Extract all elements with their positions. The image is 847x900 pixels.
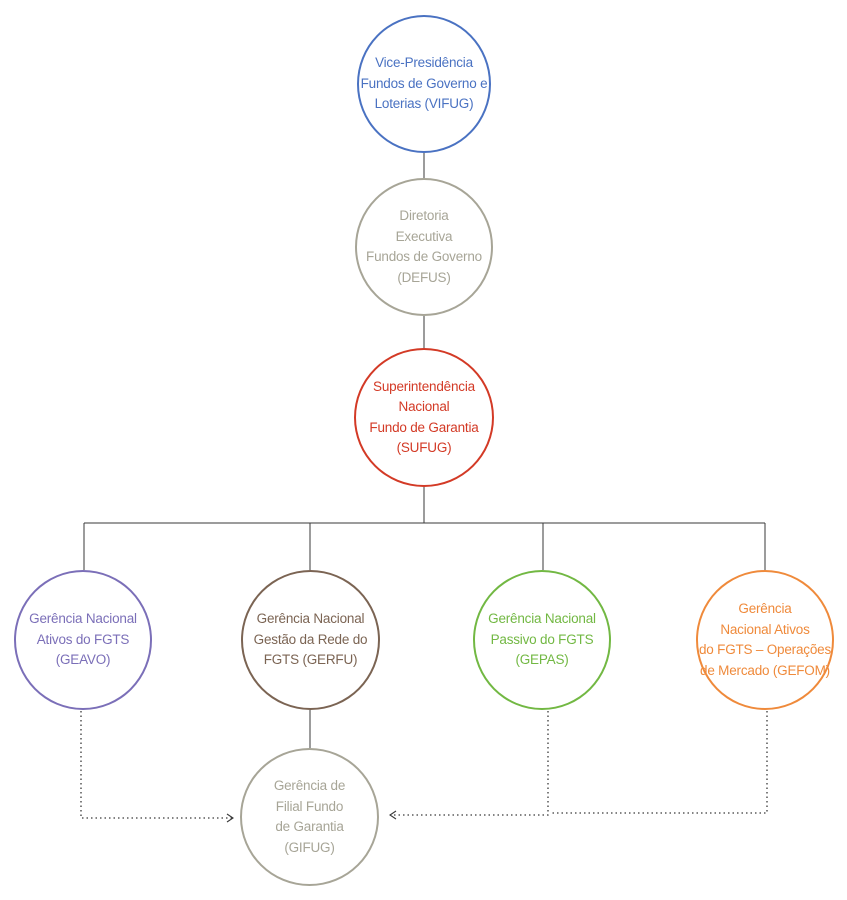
node-vifug: Vice-Presidência Fundos de Governo e Lot… <box>357 15 491 153</box>
node-defus: Diretoria Executiva Fundos de Governo (D… <box>355 178 493 316</box>
node-defus-label: Diretoria Executiva Fundos de Governo (D… <box>366 208 482 285</box>
dotted-connector-gepas-gifug <box>389 711 549 820</box>
dotted-connector-gefom-gepas <box>550 711 768 814</box>
node-gepas: Gerência Nacional Passivo do FGTS (GEPAS… <box>473 570 611 710</box>
node-gifug: Gerência de Filial Fundo de Garantia (GI… <box>240 748 379 886</box>
node-sufug: Superintendência Nacional Fundo de Garan… <box>354 348 494 487</box>
node-geavo-label: Gerência Nacional Ativos do FGTS (GEAVO) <box>29 611 137 668</box>
node-gifug-label: Gerência de Filial Fundo de Garantia (GI… <box>273 778 346 855</box>
node-geavo: Gerência Nacional Ativos do FGTS (GEAVO) <box>14 570 152 710</box>
node-gefom-label: Gerência Nacional Ativos do FGTS – Opera… <box>698 601 831 678</box>
node-vifug-label: Vice-Presidência Fundos de Governo e Lot… <box>360 55 488 112</box>
node-sufug-label: Superintendência Nacional Fundo de Garan… <box>369 378 479 456</box>
node-gerfu: Gerência Nacional Gestão da Rede do FGTS… <box>241 570 380 710</box>
node-gefom: Gerência Nacional Ativos do FGTS – Opera… <box>696 570 834 710</box>
node-gepas-label: Gerência Nacional Passivo do FGTS (GEPAS… <box>488 611 596 668</box>
dotted-connector-geavo-gifug <box>80 711 234 823</box>
node-gerfu-label: Gerência Nacional Gestão da Rede do FGTS… <box>253 611 368 668</box>
